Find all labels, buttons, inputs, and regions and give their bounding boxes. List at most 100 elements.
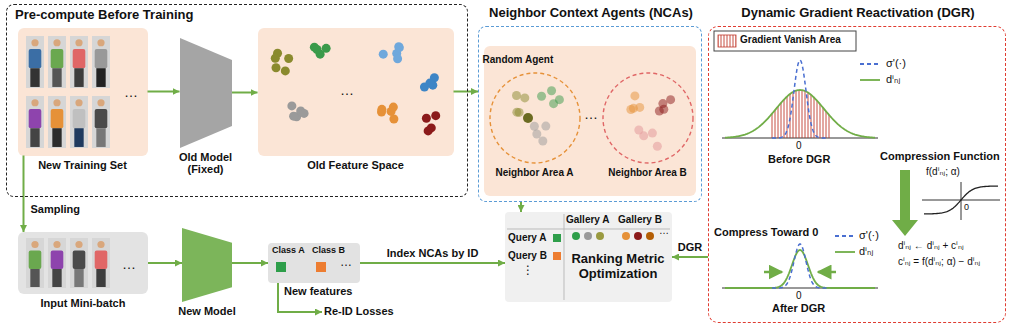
person-photo [26,36,44,88]
panel-background [505,212,672,302]
node-label: Query B [508,250,547,262]
compression-curve [924,186,998,214]
person-photo [48,36,66,88]
node-label: Neighbor Area B [602,167,694,179]
legend-text: Gradient Vanish Area [740,34,841,46]
annotation: Compress Toward 0 [714,226,818,239]
feature-dot [648,129,657,138]
person-photo [92,238,110,288]
feature-dot [658,99,667,108]
ranking-panel: Gallery AGallery BQuery AQuery BRanking … [505,212,672,302]
feature-dot [515,108,524,117]
node-label: Input Mini-batch [18,297,148,310]
ellipsis-mark: … [122,256,136,272]
query-square [553,252,561,260]
flow-arrow [360,262,505,264]
feature-dot [666,95,675,104]
panel-background [18,28,148,156]
model-block: New Model [182,228,232,302]
flow-arrow [23,156,25,233]
feature-panel: Old Feature Space [258,28,454,156]
feature-dot [322,44,331,53]
node-label: Gallery A [566,214,610,226]
plot-title: Before DGR [768,153,830,166]
neighbor-area: Neighbor Area B [602,72,694,164]
feature-square [316,262,326,272]
node-label: Ranking Metric Optimization [566,252,670,282]
formula: f(dⁱₙⱼ; α) [926,166,960,178]
feature-square [276,262,286,272]
legend-sample [718,35,736,47]
edge-label: DGR [676,241,704,254]
legend-sample [860,64,880,65]
gallery-dot [572,232,580,240]
person-photo [92,96,110,148]
query-square [553,234,561,242]
stage-frame: New Training SetOld Model (Fixed)Old Fea… [6,4,468,197]
feature-dot [541,122,550,131]
flow-arrow [232,92,258,94]
legend-text: dⁱₙⱼ [859,245,873,258]
feature-dot [653,142,662,151]
feature-dot [395,43,404,52]
table-rule [564,214,565,300]
gallery-dot [622,232,630,240]
feature-dot [538,136,547,145]
flow-arrow [454,91,479,93]
person-photo [70,96,88,148]
flow-arrow [672,256,708,258]
plot-title: Compression Function [880,150,1000,163]
feature-dot [389,103,398,112]
node-label: New Training Set [18,159,148,172]
gradient-curve [772,244,828,288]
formula: cⁱₙⱼ = f(dⁱₙⱼ; α) − dⁱₙⱼ [898,256,980,268]
node-label: New Model [162,305,252,318]
neighbor-area: Random AgentNeighbor Area A [489,72,581,164]
panel-background [484,46,696,196]
gallery-dot [584,232,592,240]
legend-sample [860,80,880,81]
gallery-dot [646,232,654,240]
person-photo [26,96,44,148]
frame-heading: Dynamic Gradient Reactivation (DGR) [709,6,1007,21]
compress-arrow [818,271,836,274]
node-label: Class A [272,245,305,255]
model-shape [182,228,232,302]
feature-dot [520,93,529,102]
feature-dot [422,114,431,123]
feature-dot [427,123,436,132]
edge-label: Index NCAs by ID [385,247,481,260]
feature-dot [394,42,403,51]
loss-box: Re-ID Losses [322,304,398,320]
feature-dot [549,99,558,108]
table-rule [507,229,670,230]
ellipsis-mark: ⋮ [522,264,534,278]
feature-dot [377,105,386,114]
feature-dot [547,86,556,95]
person-photo [48,238,66,288]
feature-dot [379,50,388,59]
legend-frame [714,31,856,51]
area-outline [602,72,694,164]
flow-arrow [520,202,522,212]
frame-heading: Neighbor Context Agents (NCAs) [479,6,703,21]
legend-sample [835,236,855,237]
gradient-curve [772,60,828,138]
person-photo [70,36,88,88]
plot-title: After DGR [772,302,825,315]
ellipsis-mark: … [584,106,598,122]
person-photo [48,96,66,148]
compress-arrow [764,271,782,274]
feature-dot [300,109,309,118]
module-frame: Dynamic Gradient Reactivation (DGR) [708,26,1006,323]
node-label: Gallery B [618,214,662,226]
axis-tick: 0 [796,140,802,152]
feature-dot [431,111,440,120]
flow-arrow [148,262,182,264]
gallery-dot [634,232,642,240]
frame-heading: Pre-compute Before Training [15,8,193,23]
node-label: Neighbor Area A [489,167,581,179]
process-arrow [892,170,918,236]
